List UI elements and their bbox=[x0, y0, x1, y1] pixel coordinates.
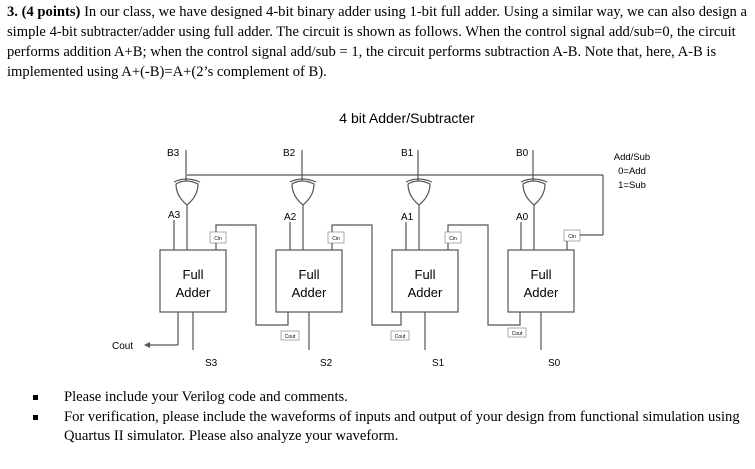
xor-gate-icon bbox=[407, 180, 431, 206]
label-s2: S2 bbox=[320, 358, 333, 369]
xor-gate-icon bbox=[522, 180, 546, 206]
diagram-title: 4 bit Adder/Subtracter bbox=[339, 110, 475, 126]
full-adder-2-label-2: Adder bbox=[292, 285, 327, 300]
cin-label-0: Cin bbox=[568, 234, 576, 240]
cout-label: Cout bbox=[112, 341, 133, 352]
label-b2: B2 bbox=[283, 148, 296, 159]
label-s3: S3 bbox=[205, 358, 218, 369]
xor-gate-icon bbox=[291, 180, 315, 206]
full-adder-3-label-2: Adder bbox=[176, 285, 211, 300]
label-s1: S1 bbox=[432, 358, 445, 369]
adder-subtracter-diagram: 4 bit Adder/Subtracter Add/Sub 0=Add 1=S… bbox=[112, 110, 650, 369]
list-item: Please include your Verilog code and com… bbox=[30, 388, 745, 407]
problem-number: 3. bbox=[7, 4, 18, 20]
label-b0: B0 bbox=[516, 148, 529, 159]
label-s0: S0 bbox=[548, 358, 561, 369]
full-adder-1 bbox=[391, 249, 459, 313]
cin-label-2: Cin bbox=[332, 236, 340, 242]
label-b3: B3 bbox=[167, 148, 180, 159]
full-adder-3-label-1: Full bbox=[183, 267, 204, 282]
stage-0: Full Adder Cin Cout B0 A0 S0 bbox=[507, 148, 604, 369]
label-a1: A1 bbox=[401, 212, 414, 223]
xor-gate-icon bbox=[175, 180, 199, 206]
full-adder-1-label-2: Adder bbox=[408, 285, 443, 300]
cout-label-2: Cout bbox=[285, 334, 296, 340]
arrow-left-icon bbox=[144, 342, 150, 348]
problem-statement: 3. (4 points) In our class, we have desi… bbox=[7, 2, 749, 82]
problem-text: In our class, we have designed 4-bit bin… bbox=[7, 4, 747, 80]
full-adder-1-label-1: Full bbox=[415, 267, 436, 282]
instructions-list: Please include your Verilog code and com… bbox=[30, 388, 745, 447]
label-a2: A2 bbox=[284, 212, 297, 223]
stage-1: Full Adder Cin Cout B1 A1 S1 bbox=[390, 148, 462, 369]
cout-label-1: Cout bbox=[395, 334, 406, 340]
control-label-add: 0=Add bbox=[618, 166, 646, 177]
full-adder-0-label-1: Full bbox=[531, 267, 552, 282]
list-item: For verification, please include the wav… bbox=[30, 408, 745, 446]
full-adder-2-label-1: Full bbox=[299, 267, 320, 282]
cin-label-1: Cin bbox=[449, 236, 457, 242]
problem-points: (4 points) bbox=[21, 4, 81, 20]
cout-label-0: Cout bbox=[512, 331, 523, 337]
stage-3: Full Adder Cin B3 A3 S3 bbox=[159, 148, 227, 369]
label-b1: B1 bbox=[401, 148, 414, 159]
full-adder-0-label-2: Adder bbox=[524, 285, 559, 300]
carry-chain bbox=[215, 224, 521, 326]
label-a0: A0 bbox=[516, 212, 529, 223]
control-label-sub: 1=Sub bbox=[618, 180, 646, 191]
cin-label-3: Cin bbox=[214, 236, 222, 242]
stage-2: Full Adder Cin Cout B2 A2 S2 bbox=[275, 148, 345, 369]
full-adder-3 bbox=[159, 249, 227, 313]
control-label-addsub: Add/Sub bbox=[614, 152, 650, 163]
label-a3: A3 bbox=[168, 210, 181, 221]
full-adder-0 bbox=[507, 249, 575, 313]
